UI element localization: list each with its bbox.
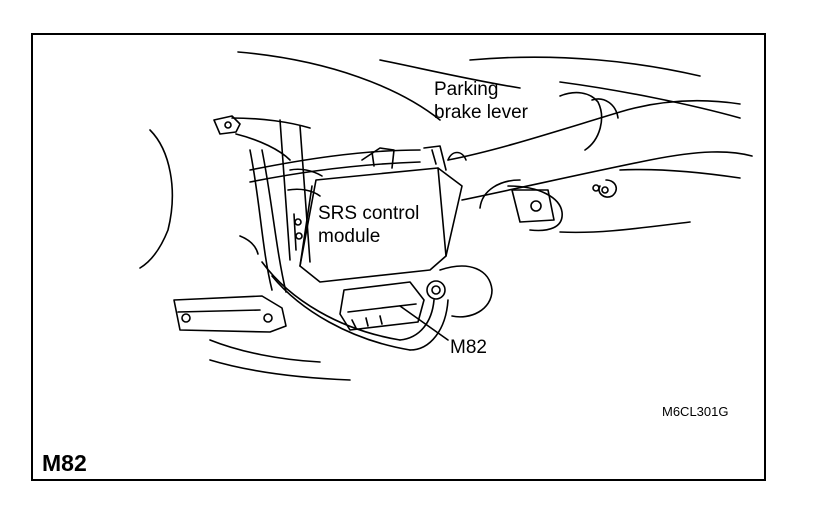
m82-connector-shape	[339, 280, 449, 341]
diagram-frame	[31, 33, 766, 481]
left-bracket-structure	[139, 115, 323, 293]
srs-control-module-label: SRS control module	[318, 202, 419, 248]
parking-brake-lever-label: Parking brake lever	[434, 78, 528, 124]
reference-code: M6CL301G	[662, 404, 729, 419]
parking-brake-label-line1: Parking	[434, 79, 499, 100]
body-panel-lines	[237, 51, 741, 121]
parking-brake-lever-shape	[447, 91, 753, 234]
wire-harness	[249, 149, 493, 351]
figure-label: M82	[42, 450, 87, 476]
lower-bracket	[173, 295, 351, 381]
parking-brake-label-line2: brake lever	[434, 102, 528, 123]
srs-label-line1: SRS control	[318, 203, 420, 224]
srs-label-line2: module	[318, 226, 381, 247]
connector-label: M82	[450, 337, 487, 358]
srs-module-box	[299, 145, 467, 283]
